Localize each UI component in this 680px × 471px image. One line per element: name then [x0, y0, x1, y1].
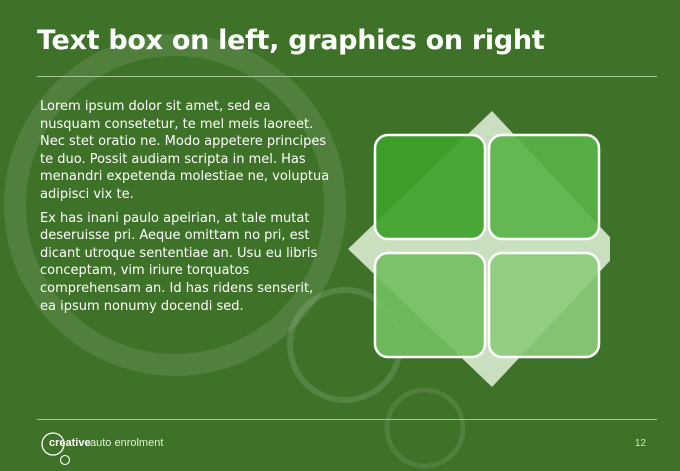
small-deco-circle — [384, 387, 466, 469]
tile-bottom-left — [373, 251, 487, 359]
body-paragraph-1: Lorem ipsum dolor sit amet, sed ea nusqu… — [40, 99, 330, 202]
tile-top-right — [487, 133, 601, 241]
page-number: 12 — [634, 438, 646, 449]
tile-top-left — [373, 133, 487, 241]
tile-bottom-right — [487, 251, 601, 359]
slide-title: Text box on left, graphics on right — [37, 25, 545, 56]
quad-graphic — [348, 111, 610, 387]
footer-divider — [37, 419, 657, 420]
logo-wordmark-bold: creative — [49, 437, 91, 449]
logo-wordmark-light: auto enrolment — [90, 437, 164, 449]
title-divider — [37, 76, 657, 77]
logo-ring-icon — [41, 432, 71, 466]
body-paragraph-2: Ex has inani paulo apeirian, at tale mut… — [40, 210, 318, 314]
large-deco-circle — [4, 34, 346, 376]
body-text-box: Lorem ipsum dolor sit amet, sed ea nusqu… — [40, 98, 330, 321]
